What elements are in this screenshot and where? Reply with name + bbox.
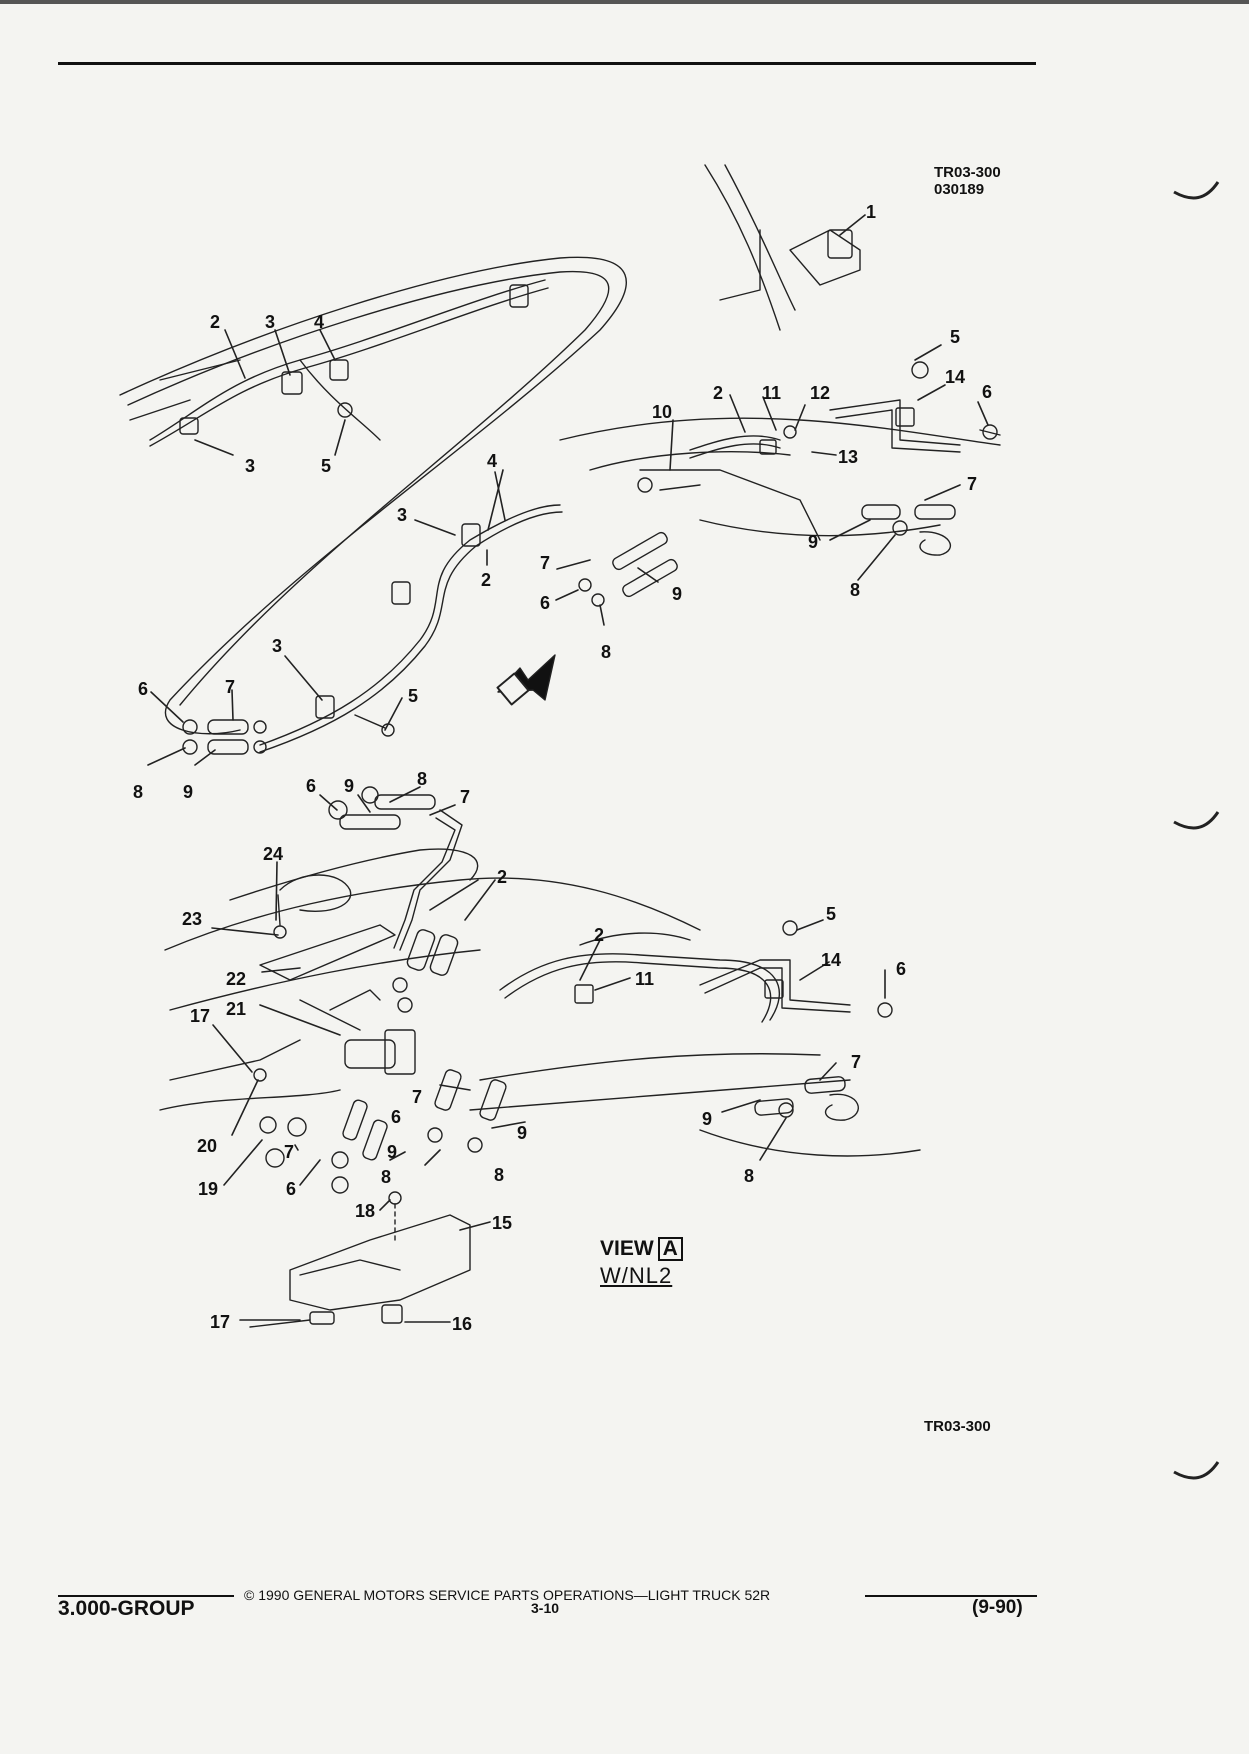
svg-text:7: 7 xyxy=(412,1087,422,1107)
svg-text:2: 2 xyxy=(713,383,723,403)
scan-top-edge xyxy=(0,0,1249,4)
svg-text:8: 8 xyxy=(133,782,143,802)
svg-text:11: 11 xyxy=(635,969,654,989)
svg-text:8: 8 xyxy=(494,1165,504,1185)
svg-text:7: 7 xyxy=(460,787,470,807)
svg-text:9: 9 xyxy=(183,782,193,802)
svg-text:9: 9 xyxy=(517,1123,527,1143)
brake-line-c xyxy=(259,504,561,746)
svg-text:3: 3 xyxy=(397,505,407,525)
svg-text:6: 6 xyxy=(138,679,148,699)
svg-text:6: 6 xyxy=(896,959,906,979)
svg-text:3: 3 xyxy=(272,636,282,656)
svg-text:5: 5 xyxy=(408,686,418,706)
svg-text:17: 17 xyxy=(190,1006,210,1026)
svg-text:24: 24 xyxy=(263,844,283,864)
svg-text:9: 9 xyxy=(672,584,682,604)
svg-text:8: 8 xyxy=(381,1167,391,1187)
svg-text:2: 2 xyxy=(594,925,604,945)
svg-text:14: 14 xyxy=(945,367,965,387)
svg-text:9: 9 xyxy=(344,776,354,796)
svg-text:7: 7 xyxy=(225,677,235,697)
svg-text:9: 9 xyxy=(808,532,818,552)
svg-text:20: 20 xyxy=(197,1136,217,1156)
svg-text:8: 8 xyxy=(850,580,860,600)
svg-text:2: 2 xyxy=(210,312,220,332)
svg-text:11: 11 xyxy=(762,383,781,403)
view-variant: W/NL2 xyxy=(600,1263,673,1288)
binder-hole-mark xyxy=(1173,181,1220,200)
svg-text:4: 4 xyxy=(314,312,324,332)
header-rule xyxy=(58,62,1036,65)
footer-page-number: 3-10 xyxy=(531,1600,560,1616)
svg-text:6: 6 xyxy=(306,776,316,796)
svg-text:7: 7 xyxy=(284,1142,294,1162)
view-marker-box: A xyxy=(657,1237,683,1261)
drawing-code-block: TR03-300 030189 xyxy=(934,164,1001,198)
binder-hole-mark xyxy=(1173,1461,1220,1480)
svg-text:6: 6 xyxy=(391,1107,401,1127)
footer-date: (9-90) xyxy=(972,1597,1023,1618)
footer-group: 3.000-GROUP xyxy=(58,1597,195,1620)
svg-text:2: 2 xyxy=(497,867,507,887)
svg-text:9: 9 xyxy=(387,1142,397,1162)
svg-text:5: 5 xyxy=(826,904,836,924)
svg-text:22: 22 xyxy=(226,969,246,989)
svg-text:12: 12 xyxy=(810,383,830,403)
footer-rule-right xyxy=(865,1595,1037,1597)
svg-text:3: 3 xyxy=(245,456,255,476)
svg-text:2: 2 xyxy=(481,570,491,590)
brake-line-b xyxy=(149,287,549,447)
svg-text:13: 13 xyxy=(838,447,858,467)
svg-text:4: 4 xyxy=(487,451,497,471)
footer-copyright: © 1990 GENERAL MOTORS SERVICE PARTS OPER… xyxy=(244,1587,771,1603)
svg-text:16: 16 xyxy=(452,1314,472,1334)
svg-text:9: 9 xyxy=(702,1109,712,1129)
junction-block xyxy=(789,229,861,286)
drawing-code-bottom: TR03-300 xyxy=(924,1418,991,1435)
svg-text:14: 14 xyxy=(821,950,841,970)
svg-text:3: 3 xyxy=(265,312,275,332)
svg-text:5: 5 xyxy=(950,327,960,347)
svg-text:5: 5 xyxy=(321,456,331,476)
brake-line-a xyxy=(149,279,546,441)
svg-text:18: 18 xyxy=(355,1201,375,1221)
svg-text:6: 6 xyxy=(982,382,992,402)
frame-rail-upper xyxy=(119,256,627,735)
svg-text:1: 1 xyxy=(866,202,876,222)
svg-text:15: 15 xyxy=(492,1213,512,1233)
svg-text:7: 7 xyxy=(851,1052,861,1072)
footer-rule-left xyxy=(58,1595,234,1597)
svg-text:17: 17 xyxy=(210,1312,230,1332)
svg-text:7: 7 xyxy=(540,553,550,573)
binder-hole-mark xyxy=(1173,811,1220,830)
svg-text:8: 8 xyxy=(417,769,427,789)
svg-text:8: 8 xyxy=(744,1166,754,1186)
drawing-date: 030189 xyxy=(934,181,985,198)
svg-text:10: 10 xyxy=(652,402,672,422)
svg-text:7: 7 xyxy=(967,474,977,494)
svg-text:23: 23 xyxy=(182,909,202,929)
brake-line-d xyxy=(259,511,563,753)
drawing-code: TR03-300 xyxy=(934,164,1001,181)
svg-text:21: 21 xyxy=(226,999,246,1019)
svg-text:19: 19 xyxy=(198,1179,218,1199)
svg-text:6: 6 xyxy=(540,593,550,613)
svg-text:8: 8 xyxy=(601,642,611,662)
svg-text:6: 6 xyxy=(286,1179,296,1199)
frame-rail-inner xyxy=(127,270,610,706)
view-text: VIEW xyxy=(600,1237,654,1260)
